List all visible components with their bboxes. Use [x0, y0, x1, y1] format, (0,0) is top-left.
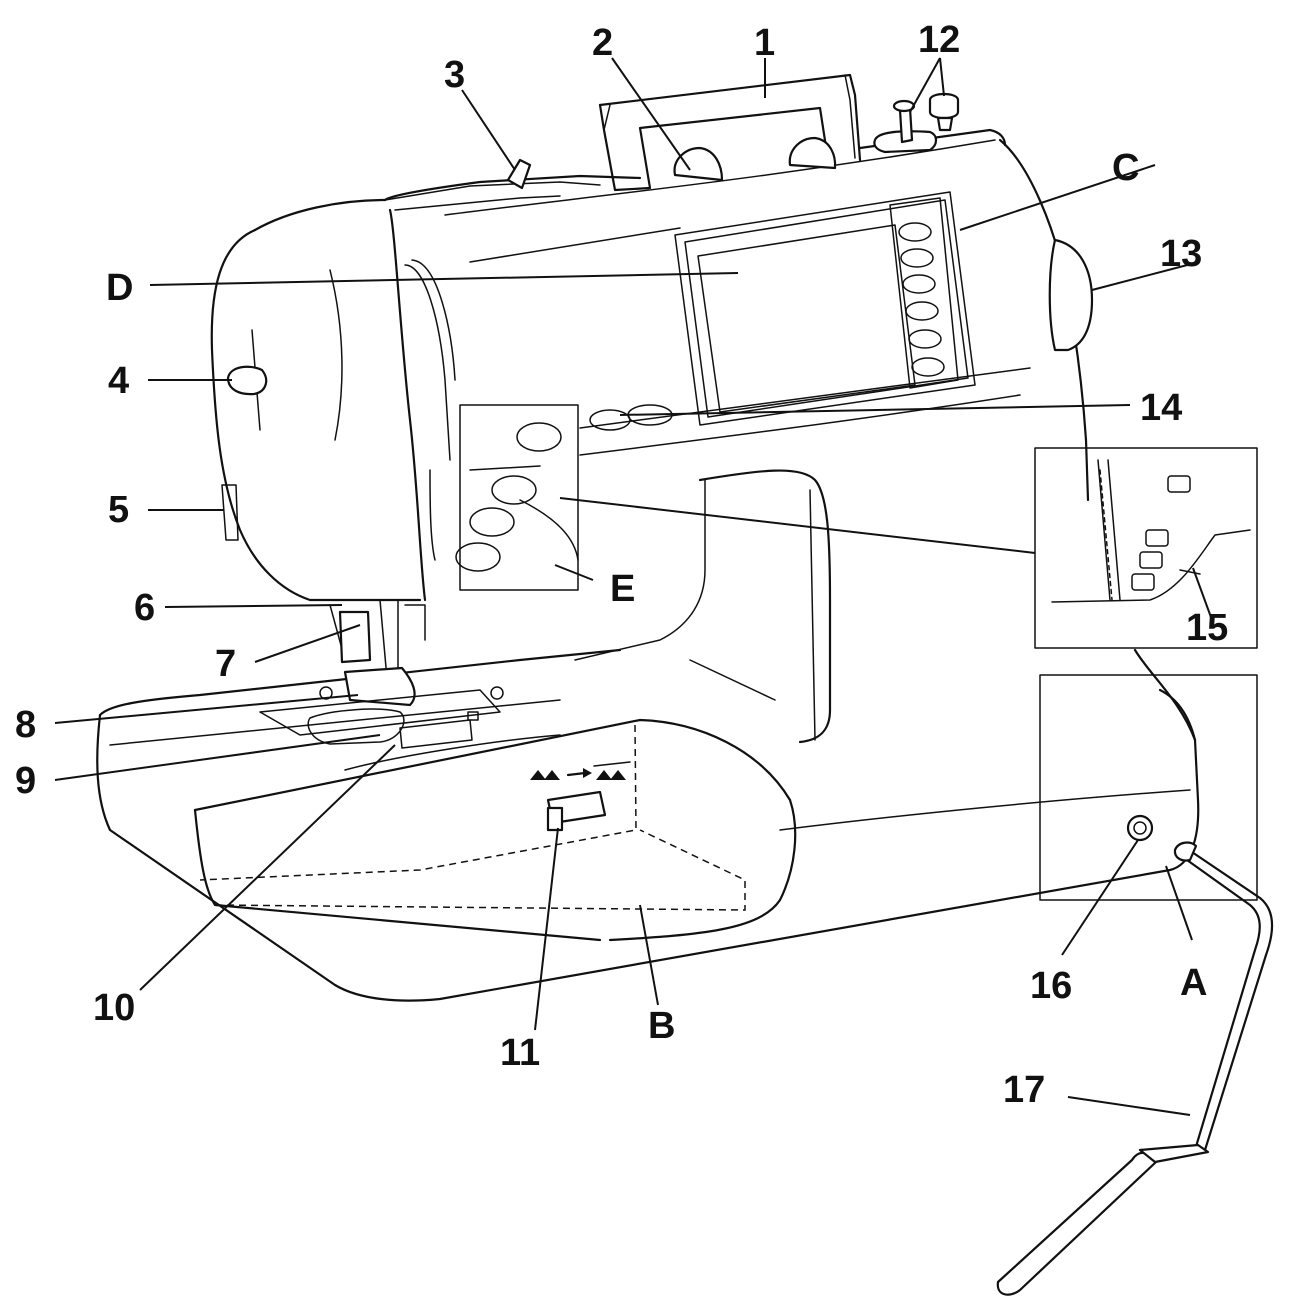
callout-10: 10	[93, 987, 135, 1029]
inset-frame-16	[1039, 674, 1258, 901]
callout-11: 11	[500, 1032, 540, 1074]
callout-1: 1	[754, 22, 775, 64]
callout-E: E	[610, 568, 635, 610]
callout-12: 12	[918, 19, 960, 61]
callout-C: C	[1112, 147, 1139, 189]
callout-6: 6	[134, 587, 155, 629]
callout-D: D	[106, 267, 133, 309]
callout-14: 14	[1140, 387, 1182, 429]
knee-lifter-bar	[996, 841, 1274, 1296]
machine-body	[96, 73, 1200, 1002]
callout-16: 16	[1030, 965, 1072, 1007]
callout-17: 17	[1003, 1069, 1045, 1111]
callout-5: 5	[108, 489, 129, 531]
callout-4: 4	[108, 360, 129, 402]
callout-labels: 1 2 3 4 5 6 7 8 9 10 11 12 13 14 15 16 1…	[15, 19, 1228, 1111]
callout-A: A	[1180, 962, 1207, 1004]
callout-3: 3	[444, 54, 465, 96]
inset-detail-15	[1034, 447, 1258, 649]
callout-9: 9	[15, 760, 36, 802]
callout-8: 8	[15, 704, 36, 746]
callout-15: 15	[1186, 607, 1228, 649]
feed-dog-lever-icon	[530, 761, 631, 832]
callout-B: B	[648, 1005, 675, 1047]
callout-13: 13	[1160, 233, 1202, 275]
callout-7: 7	[215, 643, 236, 685]
leader-lines	[54, 57, 1213, 1116]
callout-2: 2	[592, 22, 613, 64]
